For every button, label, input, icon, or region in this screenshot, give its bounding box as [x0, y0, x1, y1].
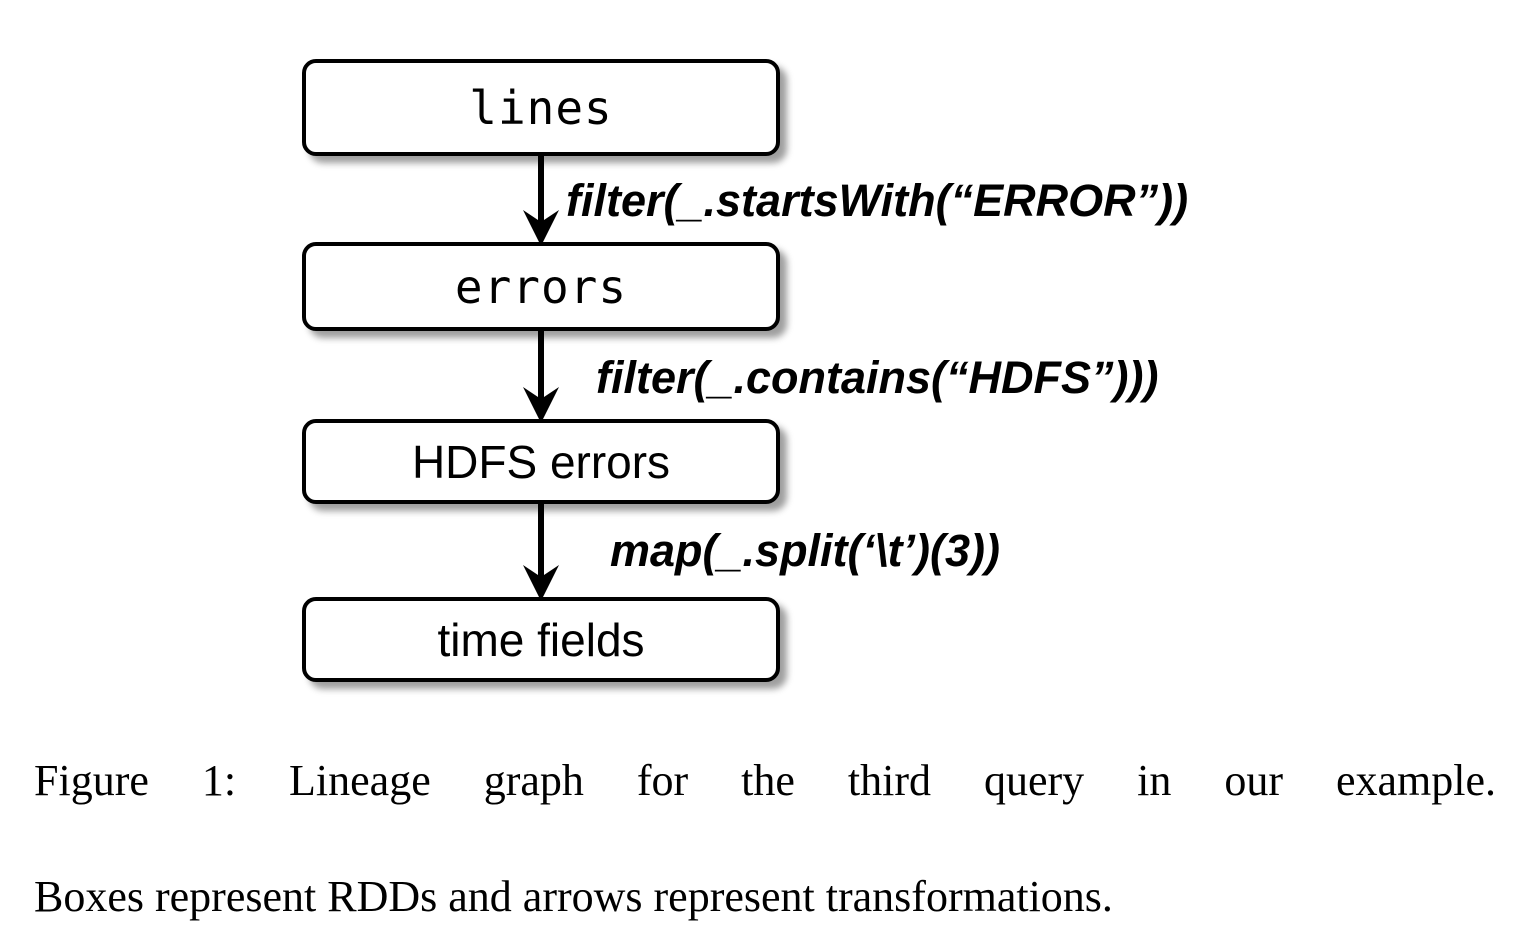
- rdd-node-time-fields[interactable]: time fields: [302, 597, 780, 682]
- down-arrow-icon-edge-1: [507, 152, 577, 246]
- figure-caption-line-1: Figure 1: Lineage graph for the third qu…: [34, 756, 1496, 805]
- rdd-node-lines-label: lines: [469, 80, 613, 135]
- rdd-node-errors-label: errors: [454, 259, 628, 314]
- lineage-graph-diagram: lines filter(_.startsWith(“ERROR”)) erro…: [302, 59, 1189, 682]
- edge-label-filter-contains: filter(_.contains(“HDFS”))): [596, 352, 1159, 403]
- down-arrow-icon-edge-3: [507, 500, 577, 601]
- figure-caption: Figure 1: Lineage graph for the third qu…: [34, 752, 1496, 926]
- edge-label-map-split: map(_.split(‘\t’)(3)): [610, 525, 1000, 576]
- rdd-node-hdfs-errors[interactable]: HDFS errors: [302, 419, 780, 504]
- figure-caption-line-2: Boxes represent RDDs and arrows represen…: [34, 872, 1113, 922]
- rdd-node-lines[interactable]: lines: [302, 59, 780, 156]
- rdd-node-errors[interactable]: errors: [302, 242, 780, 331]
- rdd-node-hdfs-errors-label: HDFS errors: [411, 435, 671, 488]
- edge-label-filter-startswith: filter(_.startsWith(“ERROR”)): [566, 175, 1189, 226]
- rdd-node-time-fields-label: time fields: [437, 613, 645, 666]
- down-arrow-icon-edge-2: [507, 327, 577, 423]
